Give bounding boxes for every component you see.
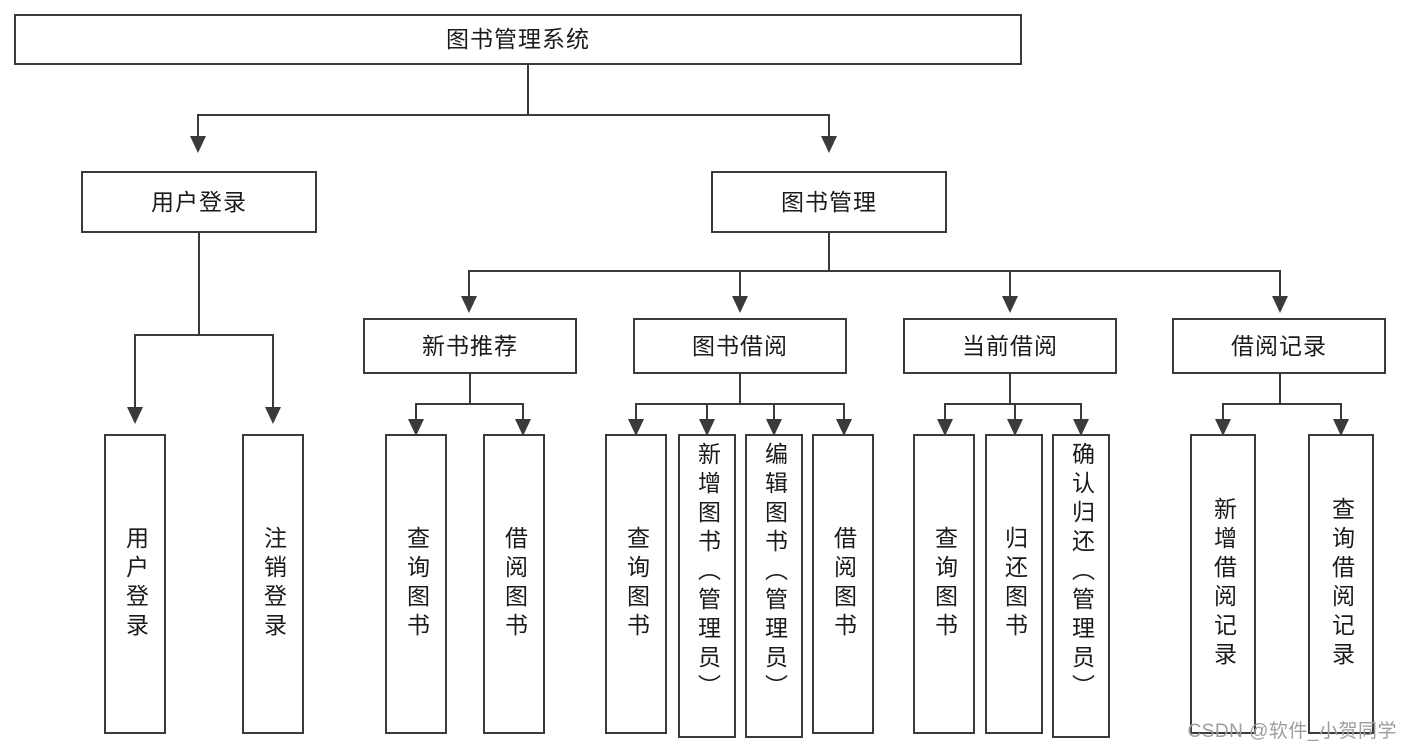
- node-book-borrow[interactable]: 图书借阅: [633, 318, 847, 374]
- connector-to-leaf-borrow-book-1: [522, 403, 524, 421]
- arrowhead-leaf-query-book-3: [937, 419, 953, 436]
- leaf-query-book-borrow[interactable]: 查询图书: [605, 434, 667, 734]
- connector-to-leaf-add-book: [706, 403, 708, 421]
- arrowhead-new-book-recommend: [461, 296, 477, 313]
- leaf-query-book-recommend[interactable]: 查询图书: [385, 434, 447, 734]
- arrowhead-leaf-logout: [265, 407, 281, 424]
- node-label: 归还图书: [1001, 526, 1028, 642]
- connector-root-to-user-login: [197, 114, 199, 138]
- leaf-borrow-book-recommend[interactable]: 借阅图书: [483, 434, 545, 734]
- arrowhead-book-manage: [821, 136, 837, 153]
- connector-to-current-borrow: [1009, 270, 1011, 298]
- leaf-logout[interactable]: 注销登录: [242, 434, 304, 734]
- connector-borrow-record-stem: [1279, 374, 1281, 404]
- node-label: 确认归还（管理员）: [1068, 442, 1095, 703]
- leaf-add-book-admin[interactable]: 新增图书（管理员）: [678, 434, 736, 738]
- leaf-edit-book-admin[interactable]: 编辑图书（管理员）: [745, 434, 803, 738]
- connector-user-login-bus: [134, 334, 273, 336]
- arrowhead-current-borrow: [1002, 296, 1018, 313]
- node-new-book-recommend[interactable]: 新书推荐: [363, 318, 577, 374]
- connector-user-login-stem: [198, 233, 200, 335]
- node-label: 查询图书: [931, 526, 958, 642]
- node-label: 当前借阅: [962, 332, 1058, 359]
- node-label: 新增借阅记录: [1210, 497, 1237, 671]
- node-label: 图书管理系统: [446, 26, 590, 53]
- connector-new-book-recommend-bus: [415, 403, 524, 405]
- node-label: 图书借阅: [692, 332, 788, 359]
- node-label: 用户登录: [151, 188, 247, 215]
- node-label: 查询图书: [403, 526, 430, 642]
- leaf-confirm-return-admin[interactable]: 确认归还（管理员）: [1052, 434, 1110, 738]
- connector-book-manage-stem: [828, 233, 830, 271]
- connector-root-to-book-manage: [828, 114, 830, 138]
- leaf-query-borrow-record[interactable]: 查询借阅记录: [1308, 434, 1374, 734]
- connector-to-leaf-query-book-3: [944, 403, 946, 421]
- node-user-login[interactable]: 用户登录: [81, 171, 317, 233]
- connector-book-manage-bus: [468, 270, 1280, 272]
- leaf-borrow-book-borrow[interactable]: 借阅图书: [812, 434, 874, 734]
- node-label: 用户登录: [122, 526, 149, 642]
- arrowhead-leaf-query-record: [1333, 419, 1349, 436]
- connector-to-leaf-query-record: [1340, 403, 1342, 421]
- node-label: 查询借阅记录: [1328, 497, 1355, 671]
- arrowhead-leaf-borrow-book-1: [515, 419, 531, 436]
- node-root-system[interactable]: 图书管理系统: [14, 14, 1022, 65]
- arrowhead-leaf-edit-book: [766, 419, 782, 436]
- connector-to-leaf-edit-book: [773, 403, 775, 421]
- node-label: 借阅图书: [830, 526, 857, 642]
- connector-borrow-record-bus: [1222, 403, 1342, 405]
- connector-current-borrow-bus: [944, 403, 1081, 405]
- node-book-management[interactable]: 图书管理: [711, 171, 947, 233]
- arrowhead-user-login: [190, 136, 206, 153]
- connector-to-leaf-return-book: [1014, 403, 1016, 421]
- connector-to-leaf-add-record: [1222, 403, 1224, 421]
- node-label: 新增图书（管理员）: [694, 442, 721, 703]
- connector-to-leaf-confirm-return: [1080, 403, 1082, 421]
- node-label: 编辑图书（管理员）: [761, 442, 788, 703]
- arrowhead-leaf-user-login: [127, 407, 143, 424]
- connector-to-leaf-borrow-book-2: [843, 403, 845, 421]
- node-label: 新书推荐: [422, 332, 518, 359]
- arrowhead-leaf-add-book: [699, 419, 715, 436]
- leaf-user-login[interactable]: 用户登录: [104, 434, 166, 734]
- arrowhead-leaf-add-record: [1215, 419, 1231, 436]
- arrowhead-leaf-query-book-2: [628, 419, 644, 436]
- leaf-query-book-current[interactable]: 查询图书: [913, 434, 975, 734]
- node-label: 图书管理: [781, 188, 877, 215]
- arrowhead-leaf-confirm-return: [1073, 419, 1089, 436]
- connector-book-borrow-stem: [739, 374, 741, 404]
- arrowhead-book-borrow: [732, 296, 748, 313]
- connector-to-leaf-logout: [272, 334, 274, 409]
- node-label: 借阅图书: [501, 526, 528, 642]
- connector-to-borrow-record: [1279, 270, 1281, 298]
- node-current-borrow[interactable]: 当前借阅: [903, 318, 1117, 374]
- connector-to-leaf-query-book-2: [635, 403, 637, 421]
- node-label: 注销登录: [260, 526, 287, 642]
- arrowhead-leaf-query-book-1: [408, 419, 424, 436]
- connector-book-borrow-bus: [635, 403, 844, 405]
- node-borrow-record[interactable]: 借阅记录: [1172, 318, 1386, 374]
- leaf-return-book[interactable]: 归还图书: [985, 434, 1043, 734]
- connector-to-book-borrow: [739, 270, 741, 298]
- connector-current-borrow-stem: [1009, 374, 1011, 404]
- connector-to-leaf-query-book-1: [415, 403, 417, 421]
- arrowhead-leaf-return-book: [1007, 419, 1023, 436]
- node-label: 借阅记录: [1231, 332, 1327, 359]
- csdn-watermark: CSDN @软件_小贺同学: [1187, 721, 1397, 742]
- connector-root-stem: [527, 65, 529, 115]
- connector-to-leaf-user-login: [134, 334, 136, 409]
- connector-to-new-book-recommend: [468, 270, 470, 298]
- arrowhead-leaf-borrow-book-2: [836, 419, 852, 436]
- connector-new-book-recommend-stem: [469, 374, 471, 404]
- leaf-add-borrow-record[interactable]: 新增借阅记录: [1190, 434, 1256, 734]
- connector-root-bus: [197, 114, 829, 116]
- node-label: 查询图书: [623, 526, 650, 642]
- arrowhead-borrow-record: [1272, 296, 1288, 313]
